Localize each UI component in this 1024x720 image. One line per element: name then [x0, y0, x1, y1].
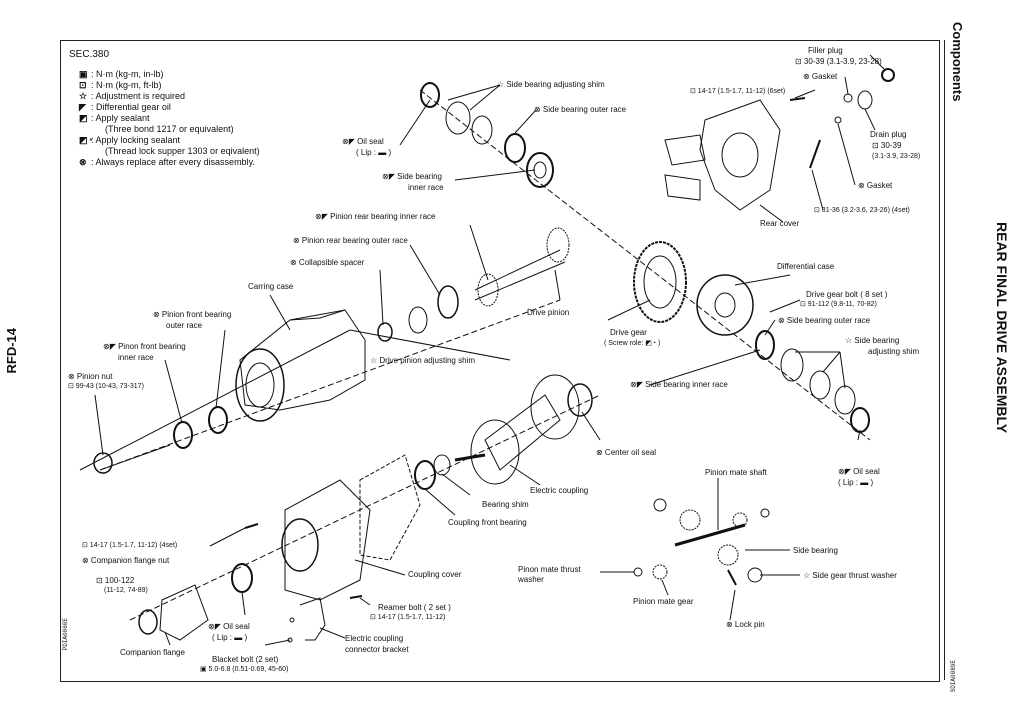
- label-side-bearing: Side bearing: [793, 546, 838, 555]
- label-reamer-bolt: Reamer bolt ( 2 set ): [378, 603, 451, 612]
- symbol-legend: ▣: N·m (kg-m, in-lb)⊡: N·m (kg-m, ft-lb)…: [79, 69, 260, 168]
- legend-symbol: ⊗: [79, 157, 87, 167]
- label-pinion-mate-washer-2: washer: [518, 575, 544, 584]
- section-title: REAR FINAL DRIVE ASSEMBLY: [994, 222, 1010, 434]
- legend-symbol: ◩◔: [79, 135, 93, 145]
- label-side-inner-right: ⊗◤ Side bearing inner race: [630, 380, 728, 389]
- label-pinion-front-inner-2: inner race: [118, 353, 154, 362]
- legend-row: ◩: Apply sealant: [79, 113, 260, 124]
- label-pinion-nut: ⊗ Pinion nut: [68, 372, 113, 381]
- label-lock-pin: ⊗ Lock pin: [726, 620, 765, 629]
- label-bracket-bolt: Blacket bolt (2 set): [212, 655, 279, 664]
- legend-text: : Apply sealant: [91, 113, 150, 123]
- label-pinion-front-outer: ⊗ Pinion front bearing: [153, 310, 232, 319]
- label-side-gear-washer: ☆ Side gear thrust washer: [803, 571, 897, 580]
- label-pinion-mate-gear: Pinion mate gear: [633, 597, 694, 606]
- legend-row: (Three bond 1217 or equivalent): [79, 124, 260, 135]
- label-drive-gear-bolt-torque: ⊡ 91-112 (9.8-11, 70-82): [800, 301, 877, 308]
- label-coupling-cover: Coupling cover: [408, 570, 462, 579]
- legend-text: : Always replace after every disassembly…: [91, 157, 255, 167]
- label-pinion-mate-shaft: Pinion mate shaft: [705, 468, 767, 477]
- label-oil-seal-right-lip: ( Lip : ▬ ): [838, 478, 874, 487]
- label-gasket-top: ⊗ Gasket: [803, 72, 838, 81]
- label-reamer-torque: ⊡ 14-17 (1.5-1.7, 11-12): [370, 614, 446, 621]
- label-drain-torque-2: (3.1-3.9, 23-28): [872, 153, 921, 160]
- label-gasket-mid: ⊗ Gasket: [858, 181, 893, 190]
- label-filler-plug: Filler plug: [808, 46, 843, 55]
- label-oil-seal-top-lip: ( Lip : ▬ ): [356, 148, 392, 157]
- label-electric-coupling: Electric coupling: [530, 486, 589, 495]
- label-pinion-mate-washer: Pinon mate thrust: [518, 565, 581, 574]
- legend-text: : Adjustment is required: [91, 91, 186, 101]
- label-side-shim-right-2: adjusting shim: [868, 347, 920, 356]
- label-pinion-nut-torque: ⊡ 99-43 (10-43, 73-317): [68, 383, 144, 390]
- legend-symbol: ▣: [79, 69, 88, 79]
- label-filler-torque: ⊡ 30-39 (3.1-3.9, 23-28): [795, 57, 882, 66]
- label-side-outer-top: ⊗ Side bearing outer race: [534, 105, 627, 114]
- label-rear-cover: Rear cover: [760, 219, 800, 228]
- label-drive-gear: Drive gear: [610, 328, 647, 337]
- label-bearing-shim: Bearing shim: [482, 500, 529, 509]
- legend-row: ⊗ : Always replace after every disassembl…: [79, 157, 260, 168]
- legend-row: ☆: Adjustment is required: [79, 91, 260, 102]
- legend-text: : Differential gear oil: [91, 102, 171, 112]
- label-companion-flange: Companion flange: [120, 648, 185, 657]
- label-drive-pinion-shim: ☆ Drive pinion adjusting shim: [370, 356, 475, 365]
- label-connector-bracket: Electric coupling: [345, 634, 404, 643]
- label-side-outer-right: ⊗ Side bearing outer race: [778, 316, 871, 325]
- label-pinion-front-inner: ⊗◤ Pinon front bearing: [103, 342, 186, 351]
- label-rear-cover-torque: ⊡ 31-36 (3.2-3.6, 23-26) (4set): [814, 207, 910, 214]
- label-collapsible-spacer: ⊗ Collapsible spacer: [290, 258, 365, 267]
- label-companion-torque: ⊡ 100-122: [96, 576, 135, 585]
- label-pinion-front-outer-2: outer race: [166, 321, 203, 330]
- label-side-shim-top: ☆ Side bearing adjusting shim: [497, 80, 605, 89]
- legend-row: ◩◔: Apply locking sealant: [79, 135, 260, 146]
- label-drive-pinion: Drive pinion: [527, 308, 570, 317]
- legend-symbol: ☆: [79, 91, 88, 101]
- legend-text: (Three bond 1217 or equivalent): [105, 124, 234, 134]
- subsection-title: Components: [950, 22, 965, 102]
- legend-text: (Thread lock supper 1303 or eqivalent): [105, 146, 260, 156]
- label-drive-gear-bolt: Drive gear bolt ( 8 set ): [806, 290, 888, 299]
- legend-row: ▣: N·m (kg-m, in-lb): [79, 69, 260, 80]
- label-side-inner-top-2: inner race: [408, 183, 444, 192]
- label-drain-plug: Drain plug: [870, 130, 907, 139]
- label-coupling-front-bearing: Coupling front bearing: [448, 518, 527, 527]
- label-bracket-torque: ▣ 5.0-6.8 (0.51-0.69, 45-60): [200, 666, 289, 673]
- legend-symbol: ◩: [79, 113, 88, 123]
- label-connector-bracket-2: connector bracket: [345, 645, 409, 654]
- legend-symbol: ⊡: [79, 80, 87, 90]
- label-oil-seal-low-lip: ( Lip : ▬ ): [212, 633, 248, 642]
- label-pinion-rear-outer: ⊗ Pinion rear bearing outer race: [293, 236, 408, 245]
- label-drain-torque: ⊡ 30-39: [872, 141, 902, 150]
- label-side-inner-top: ⊗◤ Side bearing: [382, 172, 442, 181]
- label-rear-cover-bolt: ⊡ 14-17 (1.5-1.7, 11-12) (6set): [690, 88, 786, 95]
- label-coupling-cover-bolt: ⊡ 14-17 (1.5-1.7, 11-12) (4set): [82, 542, 178, 549]
- label-side-shim-right: ☆ Side bearing: [845, 336, 900, 345]
- figure-frame: SEC.380 ▣: N·m (kg-m, in-lb)⊡: N·m (kg-m…: [60, 40, 940, 682]
- legend-row: ◤ : Differential gear oil: [79, 102, 260, 113]
- label-center-oil-seal: ⊗ Center oil seal: [596, 448, 657, 457]
- label-differential-case: Differential case: [777, 262, 835, 271]
- label-drive-gear-screw: ( Screw role: ◩◔ ): [604, 340, 661, 347]
- label-companion-nut: ⊗ Companion flange nut: [82, 556, 170, 565]
- section-code: SEC.380: [69, 49, 110, 60]
- legend-text: : N·m (kg-m, ft-lb): [91, 80, 162, 90]
- label-carrier-case: Carring case: [248, 282, 294, 291]
- legend-symbol: ◤: [79, 102, 86, 112]
- label-pinion-rear-inner: ⊗◤ Pinion rear bearing inner race: [315, 212, 436, 221]
- label-oil-seal-top: ⊗◤ Oil seal: [342, 137, 384, 146]
- legend-text: : Apply locking sealant: [91, 135, 181, 145]
- legend-row: ⊡ : N·m (kg-m, ft-lb): [79, 80, 260, 91]
- legend-row: (Thread lock supper 1303 or eqivalent): [79, 146, 260, 157]
- label-companion-torque-2: (11-12, 74-89): [104, 587, 148, 594]
- label-oil-seal-low: ⊗◤ Oil seal: [208, 622, 250, 631]
- label-oil-seal-right: ⊗◤ Oil seal: [838, 467, 880, 476]
- legend-text: : N·m (kg-m, in-lb): [91, 69, 164, 79]
- margin-rule: [944, 40, 945, 680]
